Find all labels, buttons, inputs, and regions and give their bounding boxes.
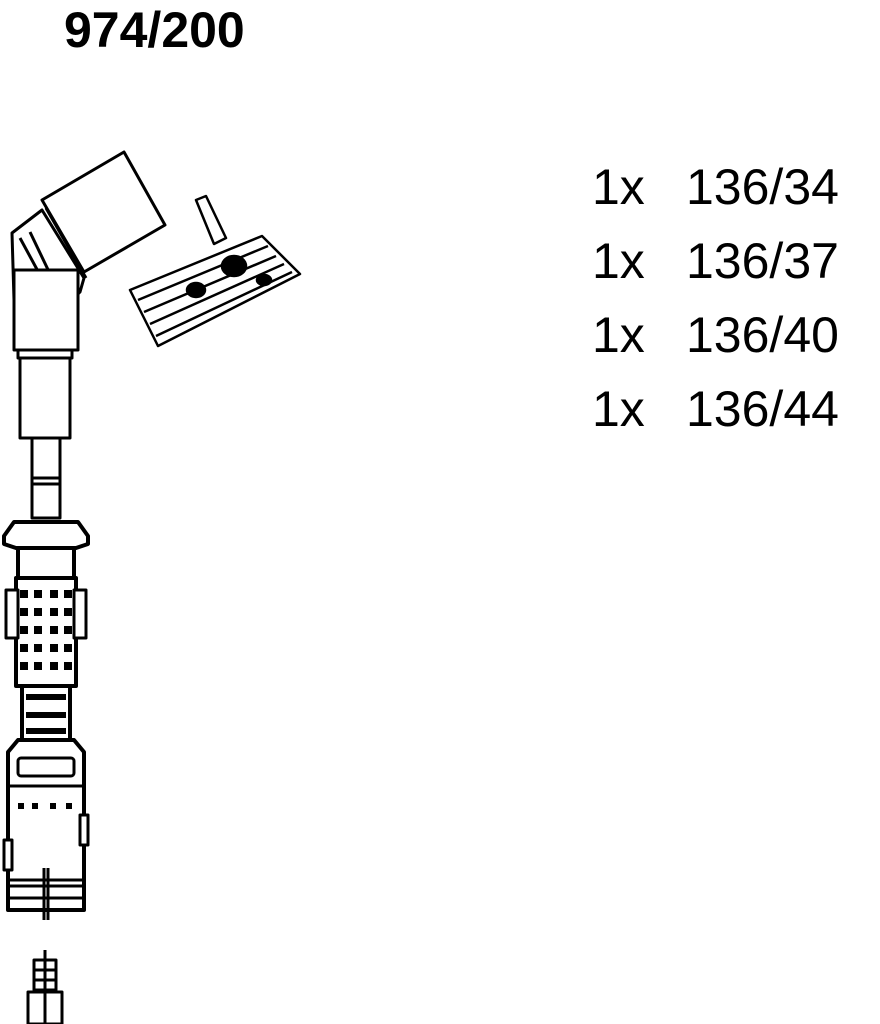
item-code: 136/37 [686, 233, 839, 289]
item-code: 136/40 [686, 307, 839, 363]
part-number-title: 974/200 [64, 2, 245, 58]
parts-list-item: 1x 136/44 [592, 372, 839, 446]
parts-list: 1x 136/34 1x 136/37 1x 136/40 1x 136/44 [592, 150, 839, 446]
item-quantity: 1x [592, 159, 645, 215]
cable-clip-icon [128, 194, 302, 348]
item-code: 136/34 [686, 159, 839, 215]
item-quantity: 1x [592, 307, 645, 363]
parts-list-item: 1x 136/34 [592, 150, 839, 224]
parts-list-item: 1x 136/37 [592, 224, 839, 298]
parts-list-item: 1x 136/40 [592, 298, 839, 372]
item-quantity: 1x [592, 233, 645, 289]
plug-connector-icon [2, 520, 90, 1024]
item-quantity: 1x [592, 381, 645, 437]
angled-boot-icon [10, 150, 167, 520]
item-code: 136/44 [686, 381, 839, 437]
